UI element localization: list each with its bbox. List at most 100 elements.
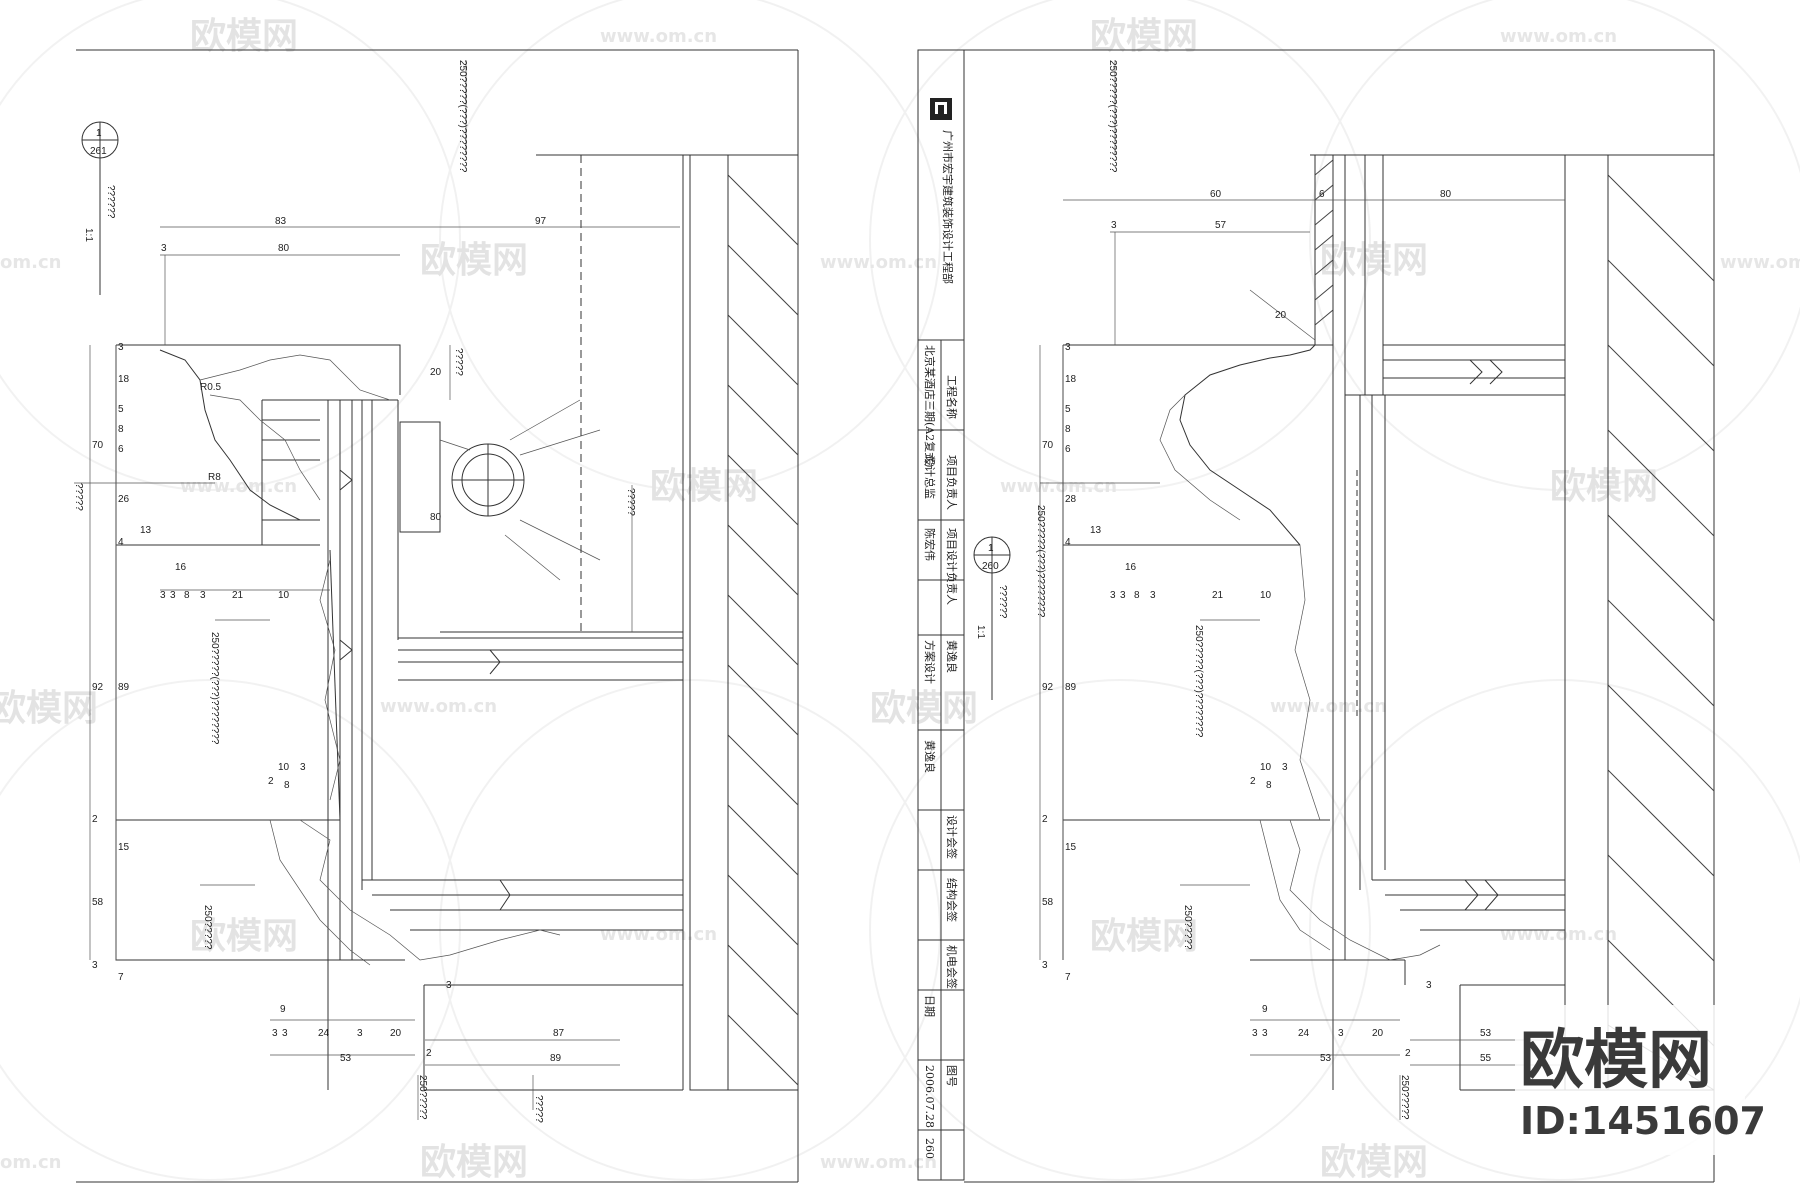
note-text: 250?????(???)???????? (1107, 60, 1118, 173)
dim-label: 92 (1042, 682, 1054, 693)
watermark-brand: 欧模网 (1090, 916, 1198, 957)
watermark-brand: 欧模网 (1550, 466, 1658, 507)
dim-label: 8 (284, 780, 290, 791)
watermark-brand: 欧模网 (190, 16, 298, 57)
dim-label: 3 (272, 1028, 278, 1039)
dim-label: 3 (118, 342, 124, 353)
dim-label: 9 (280, 1004, 286, 1015)
left-wall-hatch (536, 154, 799, 1091)
dim-label: 92 (92, 682, 104, 693)
dim-label: 20 (1275, 310, 1287, 321)
drawing-date: 2006.07.28 (923, 1065, 936, 1128)
dim-label: 10 (278, 590, 290, 601)
watermark-url: www.om.cn (380, 696, 497, 717)
title-cell: 结构会签 (945, 878, 959, 922)
right-wall-hatch (1310, 154, 1715, 1091)
dim-label: 28 (1065, 494, 1077, 505)
left-section-reference: 1 261 ?????? 1:1 (81, 121, 119, 295)
dim-label: 5 (1065, 404, 1071, 415)
section-ref-number: 1 (988, 543, 994, 554)
dim-label: 3 (1042, 960, 1048, 971)
dim-label: 6 (118, 444, 124, 455)
dim-label: 26 (118, 494, 130, 505)
watermark-brand: 欧模网 (1320, 1142, 1428, 1183)
dim-label: 3 (1111, 220, 1117, 231)
note-text: 250?????(???)???????? (209, 632, 220, 745)
watermark-url: om.cn (0, 1152, 61, 1173)
dim-label: 3 (161, 243, 167, 254)
dim-label: R8 (208, 472, 221, 483)
title-block: 广州市宏宇建筑装饰设计工程部 北京某酒店三期(A2复式) 工程名称 设计总监 项… (917, 49, 965, 1181)
watermark-url: www.om.cn (1270, 696, 1387, 717)
note-text: ????? (625, 488, 636, 516)
company-name: 广州市宏宇建筑装饰设计工程部 (941, 130, 955, 284)
watermark-url: www.om.cn (600, 924, 717, 945)
dim-label: 6 (1319, 189, 1325, 200)
dim-label: 3 (1282, 762, 1288, 773)
left-dim-labels: 83 97 3 80 20 80 R0.5 R8 3 18 5 8 6 70 2… (92, 216, 565, 1064)
title-cell: 黄逸良 (945, 640, 959, 673)
dim-label: 21 (1212, 590, 1224, 601)
watermark-url: www.om.cn (820, 1152, 937, 1173)
right-ceiling-beam (1314, 154, 1384, 395)
section-ref-sheet: 260 (982, 561, 999, 572)
dim-label: 3 (1110, 590, 1116, 601)
section-marker-text: ?????? (105, 185, 116, 219)
dim-label: 18 (118, 374, 130, 385)
watermark-url: www.om.cn (600, 26, 717, 47)
id-stamp: 欧模网 ID:1451607 (1515, 1005, 1766, 1155)
dim-label: 3 (446, 980, 452, 991)
right-sheet: 60 6 80 3 57 20 3 18 5 8 6 70 28 4 13 92… (964, 49, 1715, 1183)
title-cell: 设计会签 (945, 815, 959, 859)
dim-label: 3 (170, 590, 176, 601)
section-scale: 1:1 (83, 228, 94, 242)
dim-label: 8 (184, 590, 190, 601)
title-cell: 项目负责人 (945, 455, 959, 510)
dim-label: 89 (1065, 682, 1077, 693)
section-ref-sheet: 261 (90, 146, 107, 157)
note-text: 250????? (1399, 1075, 1410, 1120)
dim-label: 53 (1320, 1053, 1332, 1064)
right-section-reference: 1 260 ?????? 1:1 (973, 536, 1011, 700)
title-cell: 日期 (923, 995, 936, 1017)
note-text: 250????? (1182, 905, 1193, 950)
title-cell: 项目设计负责人 (945, 528, 959, 605)
watermark-url: www.om.cn (1000, 476, 1117, 497)
dim-label: 10 (278, 762, 290, 773)
note-text: 250?????(???)???????? (457, 60, 468, 173)
dim-label: R0.5 (200, 382, 222, 393)
sheet-number: 260 (923, 1138, 936, 1159)
section-scale: 1:1 (975, 625, 986, 639)
watermark-brand: 欧模网 (1090, 16, 1198, 57)
watermark-brand: 欧模网 (420, 1142, 528, 1183)
note-text: ????? (533, 1095, 544, 1123)
dim-label: 5 (118, 404, 124, 415)
dim-label: 7 (1065, 972, 1071, 983)
watermark-brand: 欧模网 (0, 688, 98, 729)
title-cell: 黄逸良 (923, 740, 937, 773)
dim-label: 89 (118, 682, 130, 693)
dim-label: 20 (1372, 1028, 1384, 1039)
dim-label: 24 (1298, 1028, 1310, 1039)
watermark-brand: 欧模网 (190, 916, 298, 957)
dim-label: 80 (278, 243, 290, 254)
note-text: ????? (73, 483, 84, 511)
dim-label: 21 (232, 590, 244, 601)
left-dimensions (89, 226, 680, 1066)
dim-label: 53 (340, 1053, 352, 1064)
dim-label: 70 (1042, 440, 1054, 451)
dim-label: 3 (1120, 590, 1126, 601)
dim-label: 16 (175, 562, 187, 573)
watermark-brand: 欧模网 (870, 688, 978, 729)
dim-label: 10 (1260, 590, 1272, 601)
dim-label: 15 (1065, 842, 1077, 853)
right-dim-labels: 60 6 80 3 57 20 3 18 5 8 6 70 28 4 13 92… (1042, 189, 1492, 1064)
dim-label: 15 (118, 842, 130, 853)
dim-label: 58 (1042, 897, 1054, 908)
right-panel-layers (1332, 344, 1565, 1091)
section-marker-text: ?????? (997, 585, 1008, 619)
section-ref-number: 1 (96, 128, 102, 139)
dim-label: 4 (118, 537, 124, 548)
dim-label: 3 (160, 590, 166, 601)
